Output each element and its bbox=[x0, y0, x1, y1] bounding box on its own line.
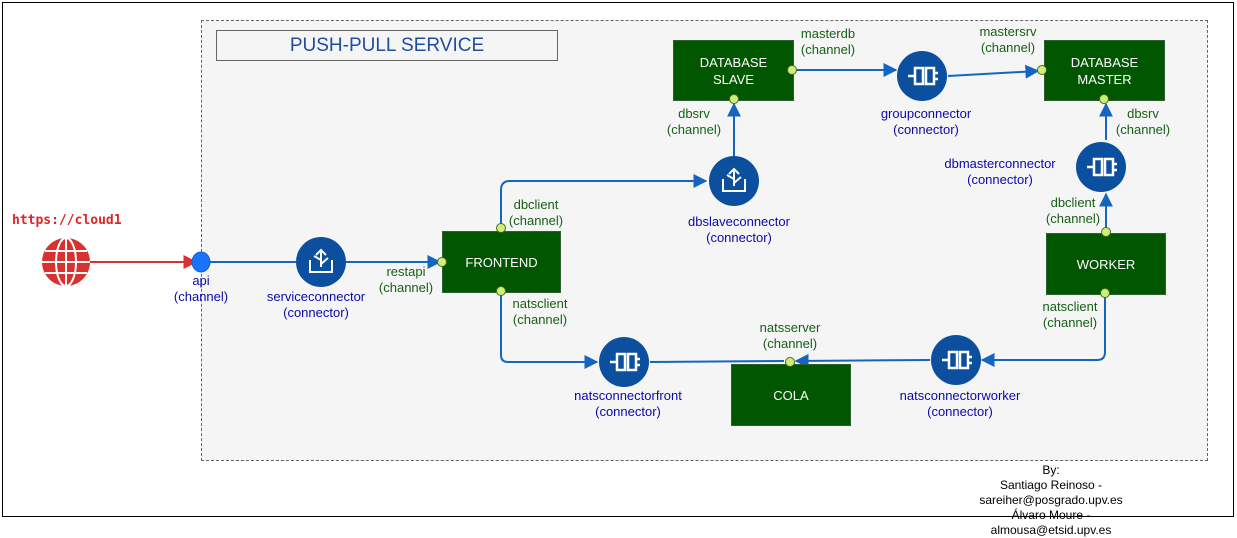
label-dbslaveconnector: dbslaveconnector (connector) bbox=[688, 214, 790, 245]
edge-natsconnectorfront-cola bbox=[649, 360, 785, 363]
globe-icon bbox=[42, 237, 90, 287]
label-worker-natsclient-channel: natsclient (channel) bbox=[1042, 299, 1098, 330]
internet-url: https://cloud1 bbox=[12, 213, 122, 228]
dbslaveconnector-share-icon bbox=[709, 156, 759, 206]
label-restapi-channel: restapi (channel) bbox=[378, 264, 434, 295]
node-frontend: FRONTEND bbox=[442, 231, 561, 293]
node-worker: WORKER bbox=[1046, 233, 1166, 295]
edge-natsconnectorworker-cola bbox=[794, 353, 931, 368]
label-dbmasterconnector: dbmasterconnector (connector) bbox=[944, 156, 1056, 187]
label-mastersrv-channel: mastersrv (channel) bbox=[979, 24, 1037, 55]
api-channel-dot bbox=[191, 251, 211, 273]
label-slave-dbsrv-channel: dbsrv (channel) bbox=[666, 106, 722, 137]
label-natsconnectorworker: natsconnectorworker (connector) bbox=[899, 388, 1021, 419]
dbmasterconnector-plug-icon bbox=[1076, 142, 1126, 192]
label-masterdb-channel: masterdb (channel) bbox=[800, 26, 856, 57]
label-worker-dbclient-channel: dbclient (channel) bbox=[1045, 195, 1101, 226]
natsconnectorworker-plug-icon bbox=[931, 335, 981, 385]
groupconnector-plug-icon bbox=[897, 51, 947, 101]
label-natsconnectorfront: natsconnectorfront (connector) bbox=[574, 388, 682, 419]
natsconnectorfront-plug-icon bbox=[599, 337, 649, 387]
label-frontend-natsclient-channel: natsclient (channel) bbox=[512, 296, 568, 327]
label-groupconnector: groupconnector (connector) bbox=[880, 106, 972, 137]
node-database-slave: DATABASE SLAVE bbox=[673, 40, 794, 101]
edge-frontend-dbslaveconnector bbox=[500, 174, 708, 228]
author-credits: By: Santiago Reinoso - sareiher@posgrado… bbox=[979, 463, 1123, 537]
service-title: PUSH-PULL SERVICE bbox=[216, 30, 558, 61]
edge-groupconnector-master bbox=[947, 64, 1040, 79]
edges-layer bbox=[42, 51, 1126, 387]
node-database-master: DATABASE MASTER bbox=[1044, 40, 1165, 101]
label-api-channel: api (channel) bbox=[173, 273, 229, 304]
outer-frame bbox=[2, 2, 1234, 517]
edge-worker-natsconnectorworker bbox=[980, 295, 1106, 367]
label-master-dbsrv-channel: dbsrv (channel) bbox=[1115, 106, 1171, 137]
node-cola: COLA bbox=[731, 364, 851, 426]
edge-frontend-natsconnectorfront bbox=[500, 291, 599, 369]
label-cola-natsserver-channel: natsserver (channel) bbox=[759, 320, 821, 351]
label-serviceconnector: serviceconnector (connector) bbox=[266, 289, 366, 320]
serviceconnector-share-icon bbox=[296, 237, 346, 287]
label-frontend-dbclient-channel: dbclient (channel) bbox=[508, 197, 564, 228]
